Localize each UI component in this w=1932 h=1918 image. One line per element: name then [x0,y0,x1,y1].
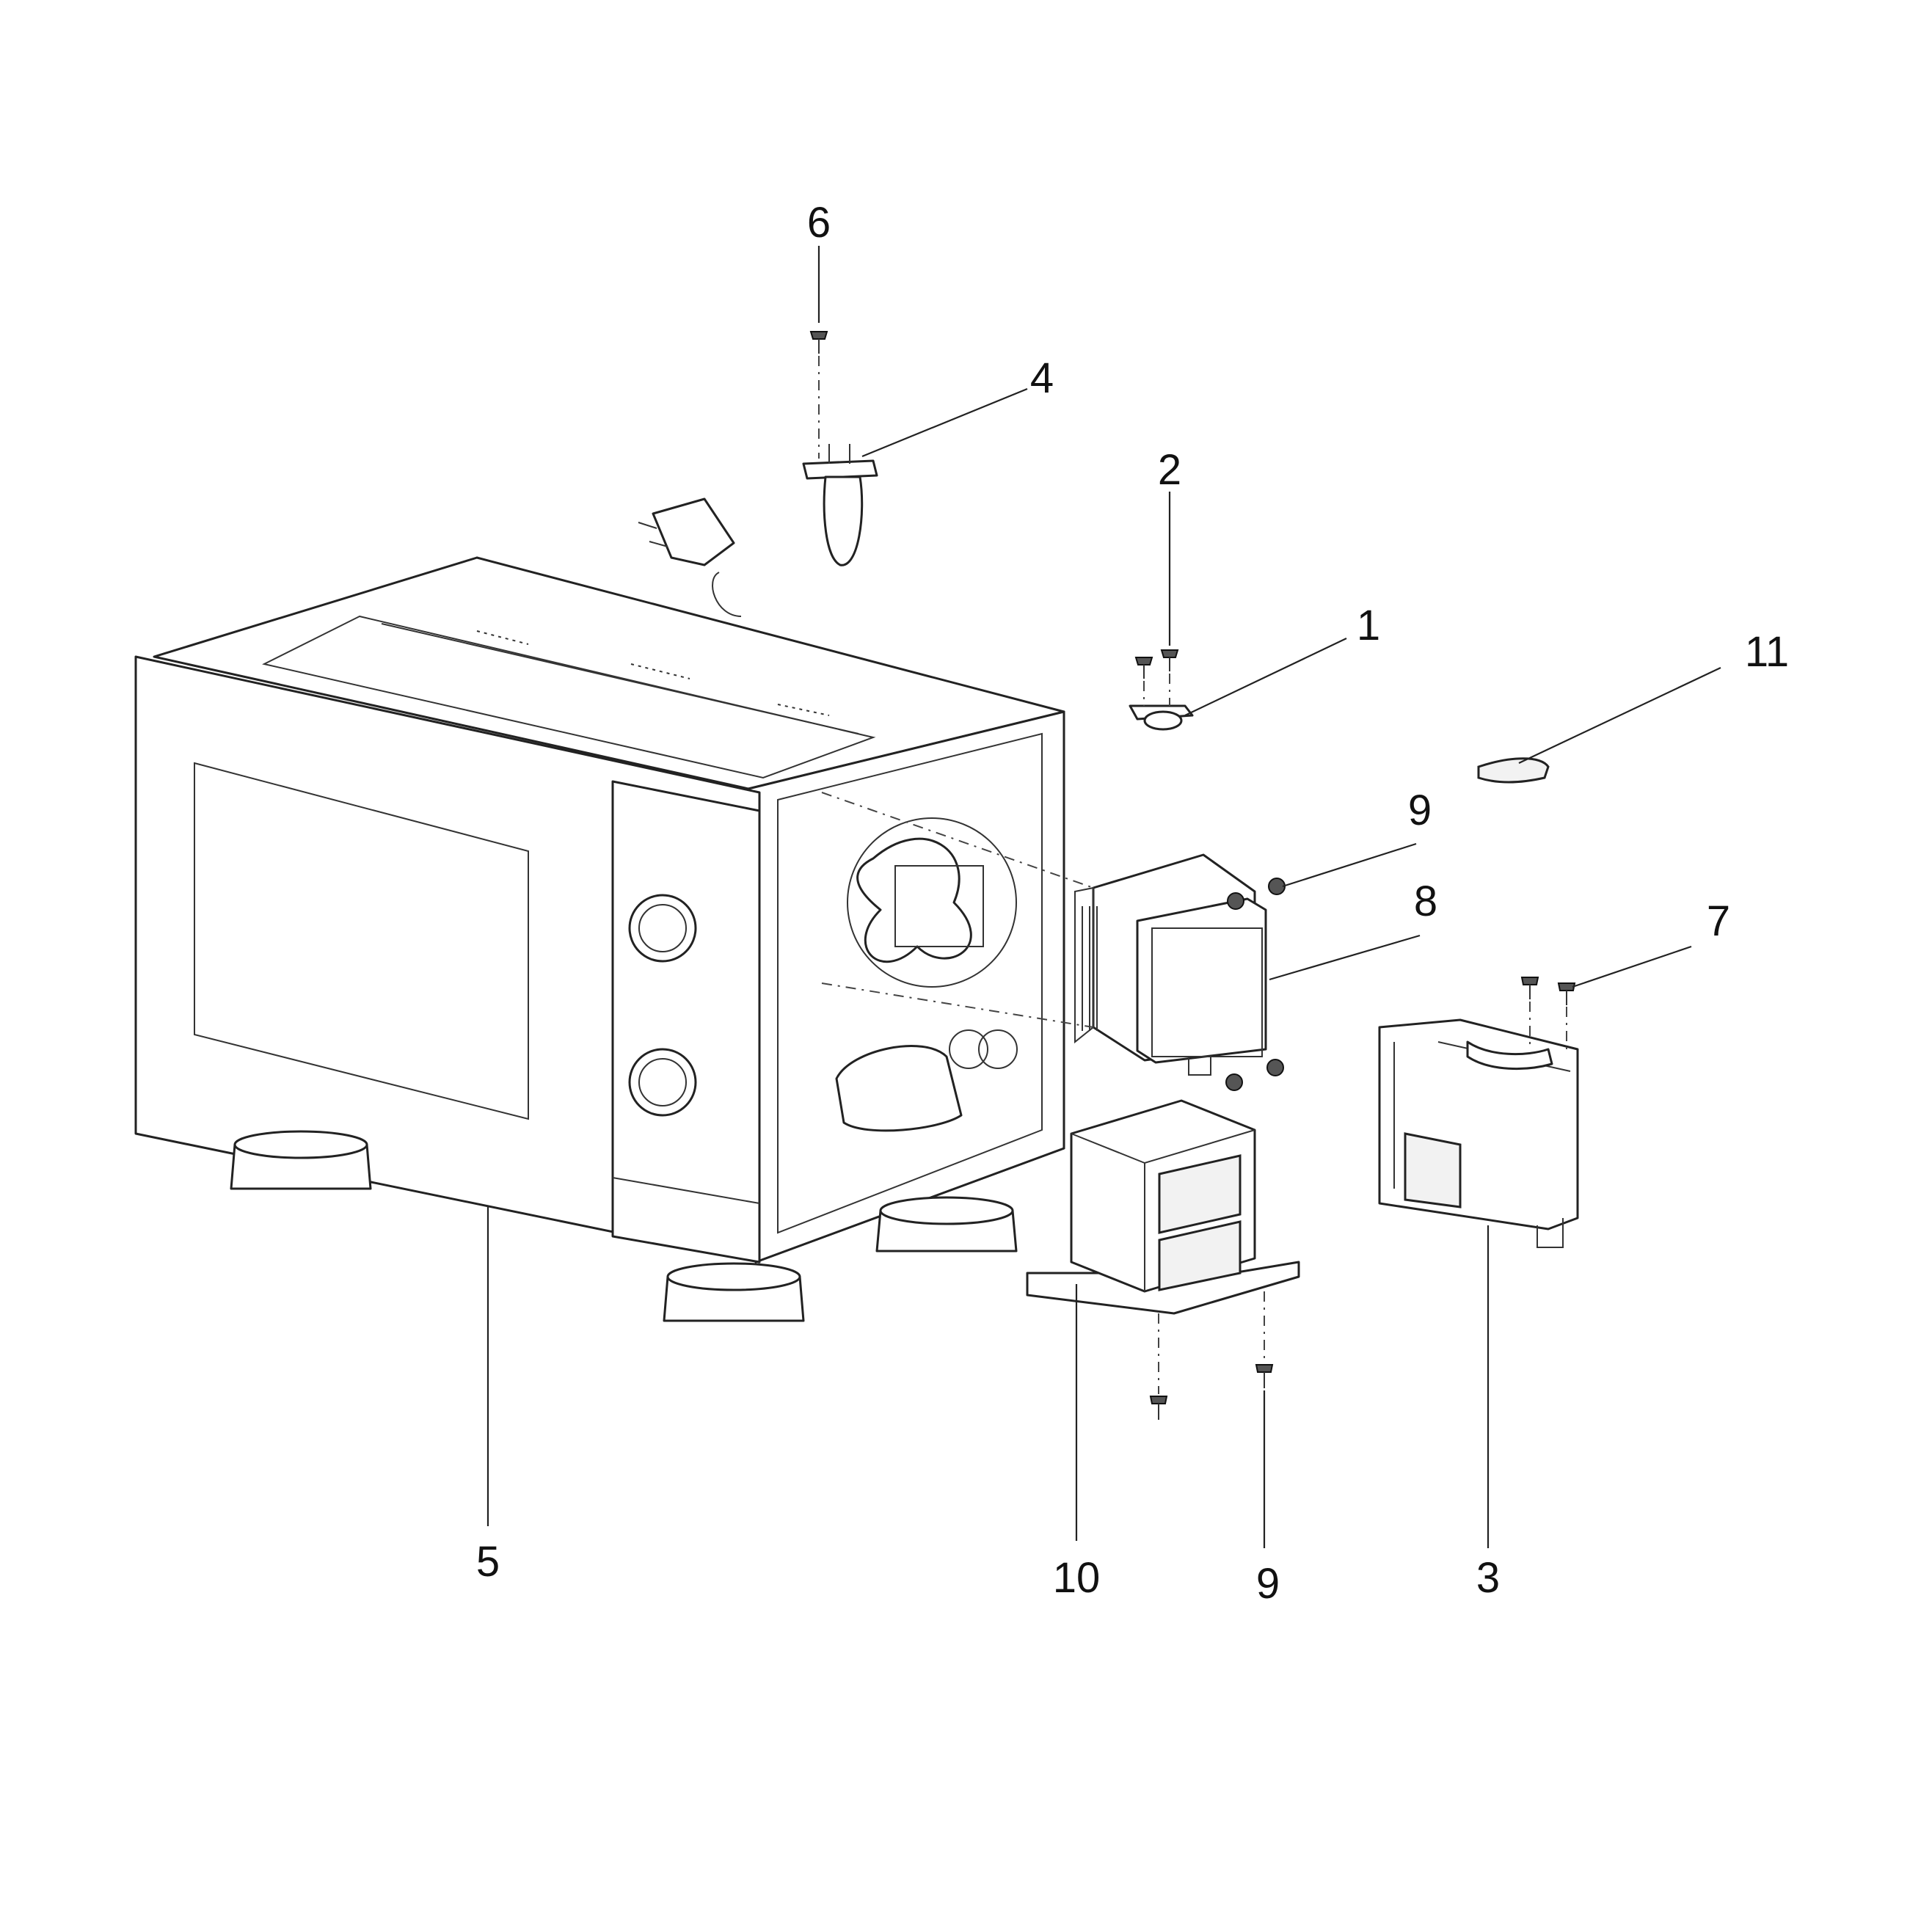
callout-8: 8 [1414,878,1437,925]
magnetron [1074,853,1267,1076]
callout-7: 5 [476,1538,500,1586]
callout-11: 11 [1745,628,1789,676]
leader-lines [486,246,1721,1548]
power-cord-plug [638,497,742,617]
callout-9-lower: 9 [1256,1560,1280,1608]
callout-3: 3 [1476,1554,1500,1602]
callout-10: 10 [1053,1554,1101,1602]
oven-feet [230,1130,1018,1322]
callout-2: 2 [1158,446,1181,494]
oven-body [134,497,1065,1322]
fan-assembly [847,817,1017,988]
lamp-assembly [802,444,878,566]
callout-4: 4 [1030,354,1054,402]
callout-9-upper: 9 [1408,787,1432,834]
transformer [1026,1099,1300,1315]
lamp-screw [809,331,828,354]
thermostat-screws [1134,649,1179,679]
transformer-screws [1149,1364,1274,1420]
magnetron-screws [1225,878,1286,1091]
fan-duct-screws [1520,977,1576,1005]
thermostat [1129,704,1194,731]
callout-labels: 6 4 2 1 11 9 8 7 5 10 9 3 [476,199,1789,1608]
fan-duct [1378,1018,1579,1248]
callout-6: 7 [1707,897,1730,945]
waveguide-cover [1477,757,1550,784]
callout-5: 6 [807,199,831,247]
callout-1: 1 [1357,602,1380,649]
